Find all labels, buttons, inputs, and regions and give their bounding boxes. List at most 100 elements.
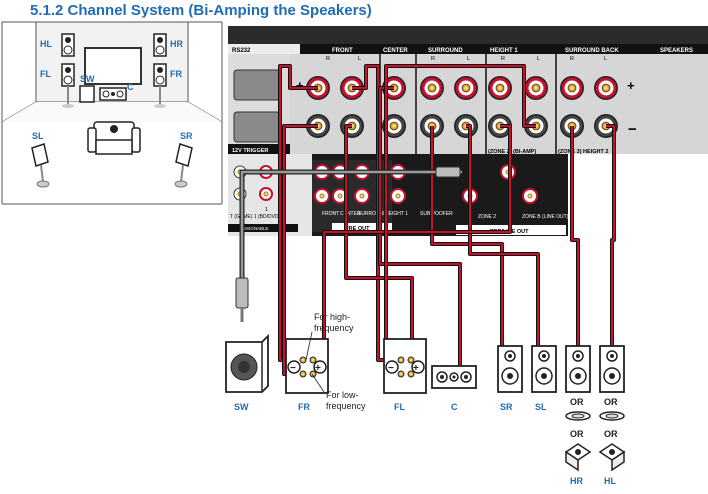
label-fr: FR — [298, 402, 310, 412]
input-1-label: 1 — [265, 207, 268, 213]
center-speaker — [431, 365, 477, 389]
for-high-label: For high- — [314, 312, 350, 322]
label-or-1: OR — [570, 397, 584, 407]
speaker-wire — [570, 126, 580, 346]
room-label-fr: FR — [170, 69, 182, 79]
fr-speaker-icon — [153, 63, 167, 108]
hl-speaker-icon — [61, 33, 75, 57]
room-label-fl: FL — [40, 69, 51, 79]
rca-jack — [390, 188, 406, 204]
speaker-wire — [606, 124, 616, 346]
page-title: 5.1.2 Channel System (Bi-Amping the Spea… — [30, 2, 372, 19]
trigger-label: 12V TRIGGER — [232, 148, 268, 154]
zone3-height2-label: (ZONE 3) HEIGHT 2 — [558, 149, 608, 155]
label-c: C — [451, 402, 458, 412]
speaker-wire — [430, 126, 504, 346]
assignable-label: ASSIGNABLE — [240, 226, 269, 231]
front-header: FRONT — [332, 48, 353, 54]
speaker-wire — [344, 124, 414, 360]
sb-l-label: L — [604, 56, 607, 62]
rca-jack — [314, 188, 330, 204]
plus-left: + — [296, 78, 304, 93]
svg-text:−: − — [290, 363, 296, 374]
surround-r-label: R — [431, 56, 435, 62]
tower-speaker-icon — [565, 345, 591, 393]
minus-right: − — [628, 121, 637, 138]
room-label-sl: SL — [32, 131, 44, 141]
room-label-c: C — [127, 82, 134, 92]
plus-right: + — [627, 78, 635, 93]
tower-speakers — [497, 345, 625, 393]
label-sr: SR — [500, 402, 513, 412]
rs232-label: RS232 — [232, 48, 251, 54]
sofa-icon — [87, 121, 141, 155]
for-low-frequency-label: frequency — [326, 401, 366, 411]
rca-jack — [354, 188, 370, 204]
sr-speaker-icon — [174, 143, 193, 188]
sl-speaker-icon — [31, 143, 50, 188]
height1-r-label: R — [501, 56, 505, 62]
hr-speaker-icon — [153, 33, 167, 57]
height1-l-label: L — [537, 56, 540, 62]
preout-front: FRONT — [322, 211, 339, 217]
label-sl: SL — [535, 402, 547, 412]
sw-speaker-icon — [79, 85, 95, 103]
preout-height1: HEIGHT 1 — [385, 211, 408, 217]
for-high-frequency-label: frequency — [314, 323, 354, 333]
input-bd-dvd-label: T (GAME) 1 (BD/DVD) — [230, 214, 281, 220]
surround-l-label: L — [467, 56, 470, 62]
speaker-terminal — [524, 76, 548, 100]
fl-speaker-icon — [61, 63, 75, 108]
room-label-hr: HR — [170, 39, 183, 49]
room-label-hl: HL — [40, 39, 52, 49]
front-r-label: R — [326, 56, 330, 62]
svg-text:+: + — [413, 363, 419, 374]
speaker-terminal — [594, 76, 618, 100]
tower-speaker-icon — [531, 345, 557, 393]
alt-speaker-icons — [564, 411, 626, 472]
label-or-4: OR — [604, 429, 618, 439]
zone2-label: ZONE 2 — [478, 214, 496, 220]
label-or-3: OR — [570, 429, 584, 439]
speaker-terminal — [488, 76, 512, 100]
c-speaker-icon — [99, 87, 127, 101]
room-label-sw: SW — [80, 74, 95, 84]
tower-speaker-icon — [497, 345, 523, 393]
room-layout: HL HR FL FR SW C SL SR — [1, 17, 223, 205]
speaker-terminal — [454, 76, 478, 100]
zone2-biamp-label: (ZONE 2) (BI-AMP) — [488, 149, 536, 155]
subwoofer-cable — [235, 166, 462, 322]
svg-text:−: − — [388, 363, 394, 374]
front-l-label: L — [358, 56, 361, 62]
speaker-terminal — [382, 114, 406, 138]
speaker-terminal — [560, 76, 584, 100]
tower-speaker-icon — [599, 345, 625, 393]
speaker-wire — [322, 124, 512, 360]
preout-surround: SURROUND — [358, 211, 387, 217]
label-sw: SW — [234, 402, 249, 412]
sb-r-label: R — [570, 56, 574, 62]
fl-biamp-speaker: − + — [383, 338, 427, 394]
speaker-wire — [466, 124, 540, 346]
label-hr: HR — [570, 476, 583, 486]
speaker-wire — [352, 64, 392, 362]
surround-back-header: SURROUND BACK — [565, 48, 619, 54]
room-label-sr: SR — [180, 131, 193, 141]
pre-out-label: PRE OUT — [345, 226, 370, 232]
rca-jack — [522, 188, 538, 204]
height1-header: HEIGHT 1 — [490, 48, 518, 54]
subwoofer-box — [225, 333, 269, 393]
preout-center: CENTER — [340, 211, 361, 217]
svg-text:+: + — [315, 363, 321, 374]
label-or-2: OR — [604, 397, 618, 407]
for-low-label: For low- — [326, 390, 359, 400]
zone2-line-out-label: ZONE B (LINE OUT) — [522, 214, 569, 220]
surround-header: SURROUND — [428, 48, 463, 54]
center-header: CENTER — [383, 48, 408, 54]
label-fl: FL — [394, 402, 405, 412]
speaker-terminal — [420, 76, 444, 100]
label-hl: HL — [604, 476, 616, 486]
fr-biamp-speaker: − + — [285, 338, 329, 394]
speakers-header: SPEAKERS — [660, 48, 693, 54]
